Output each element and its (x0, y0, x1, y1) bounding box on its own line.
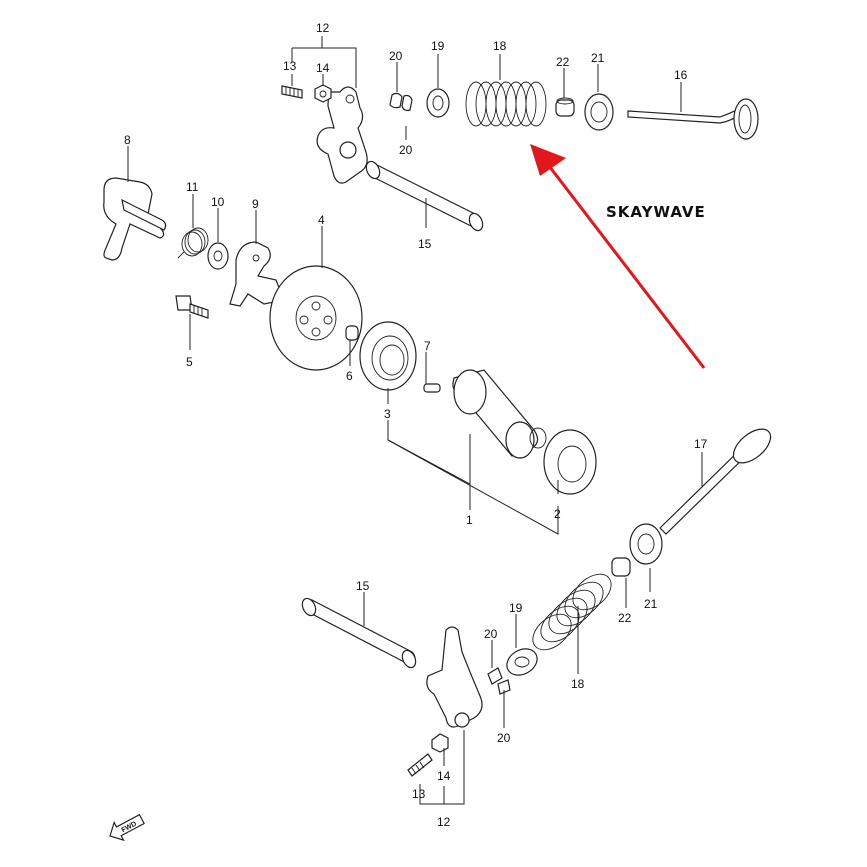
decomp-pin (423, 383, 441, 393)
callout-12-bot: 12 (437, 815, 451, 829)
spring-seat-top (584, 93, 614, 131)
callout-2: 2 (554, 507, 561, 521)
valve-stem-seal-bottom (611, 557, 631, 577)
callout-18-bot: 18 (571, 677, 585, 691)
lock-nut-top (314, 84, 332, 103)
return-spring (177, 227, 209, 259)
callout-5: 5 (186, 355, 193, 369)
callout-1: 1 (466, 513, 473, 527)
callout-20-bot-a: 20 (484, 627, 498, 641)
callout-6: 6 (346, 369, 353, 383)
fwd-arrow-icon: FWD (109, 813, 145, 842)
camshaft (452, 369, 547, 459)
callout-19-bot: 19 (509, 601, 523, 615)
cam-sprocket (269, 265, 363, 371)
callout-15-bot: 15 (356, 579, 370, 593)
rocker-arm-top (316, 86, 368, 184)
callout-22-top: 22 (556, 55, 570, 69)
spring-retainer-top (426, 88, 450, 118)
callout-16: 16 (674, 68, 688, 82)
valve-cotter-top (389, 92, 413, 112)
leader-lines (127, 36, 703, 805)
callout-8: 8 (124, 133, 131, 147)
callout-19-top: 19 (431, 39, 445, 53)
callout-18-top: 18 (493, 39, 507, 53)
callout-13-top: 13 (283, 59, 297, 73)
spring-retainer-bottom (506, 648, 538, 676)
valve-stem-seal-top (555, 97, 575, 117)
callout-20-top-a: 20 (389, 49, 403, 63)
callout-12-top: 12 (316, 21, 330, 35)
callout-14-bot: 14 (437, 769, 451, 783)
lock-nut-bottom (431, 733, 449, 753)
decomp-lever (103, 177, 167, 261)
adjuster-screw-bottom (407, 753, 433, 777)
callout-10: 10 (211, 195, 225, 209)
intake-valve (659, 428, 772, 535)
valve-cotter-bottom (487, 667, 511, 695)
callout-13-bot: 13 (412, 787, 426, 801)
camshaft-bearing-left (359, 321, 417, 391)
callout-4: 4 (318, 213, 325, 227)
callout-9: 9 (252, 197, 259, 211)
valve-spring-bottom (532, 573, 612, 651)
exhaust-valve (627, 98, 759, 140)
callout-7: 7 (424, 339, 431, 353)
callout-20-top-b: 20 (399, 143, 413, 157)
spring-seat-bottom (629, 523, 663, 565)
callout-21-bot: 21 (644, 597, 658, 611)
dowel-pin (345, 325, 359, 341)
rocker-arm-bottom (426, 626, 483, 728)
callout-21-top: 21 (591, 51, 605, 65)
callouts: 12 13 14 20 20 19 18 22 21 16 15 8 11 10… (124, 21, 708, 829)
callout-3: 3 (384, 407, 391, 421)
callout-22-bot: 22 (618, 611, 632, 625)
callout-15-top: 15 (418, 237, 432, 251)
valve-spring-top (465, 81, 547, 127)
callout-20-bot-b: 20 (497, 731, 511, 745)
rocker-shaft-top (365, 160, 484, 232)
adjuster-screw-top (281, 85, 303, 99)
bolt (175, 295, 209, 319)
callout-14-top: 14 (316, 61, 330, 75)
rocker-shaft-bottom (301, 597, 417, 669)
callout-17: 17 (694, 437, 708, 451)
brand-label: SKAYWAVE (606, 203, 706, 221)
callout-11: 11 (186, 180, 199, 194)
red-arrow (530, 144, 706, 369)
retainer-plate (229, 241, 285, 307)
camshaft-bearing-right (543, 429, 597, 495)
washer (207, 242, 229, 270)
